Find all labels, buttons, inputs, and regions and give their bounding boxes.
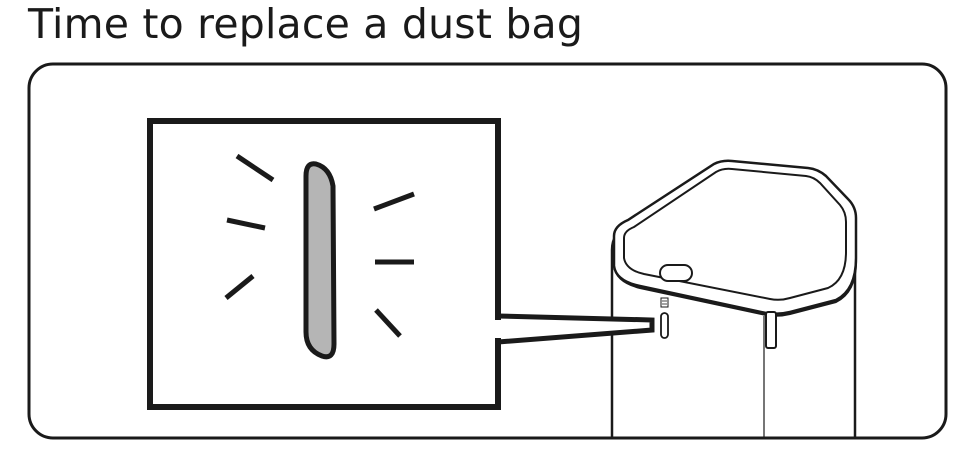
device-indicator [660,312,669,339]
dust-bag-indicator-icon [303,161,337,360]
illustration-frame [27,62,948,440]
callout-pointer [497,313,655,345]
dust-station-icon [610,159,858,438]
dust-bag-symbol-icon [660,297,669,308]
page-title: Time to replace a dust bag [28,0,584,48]
blink-rays-icon [224,153,415,338]
